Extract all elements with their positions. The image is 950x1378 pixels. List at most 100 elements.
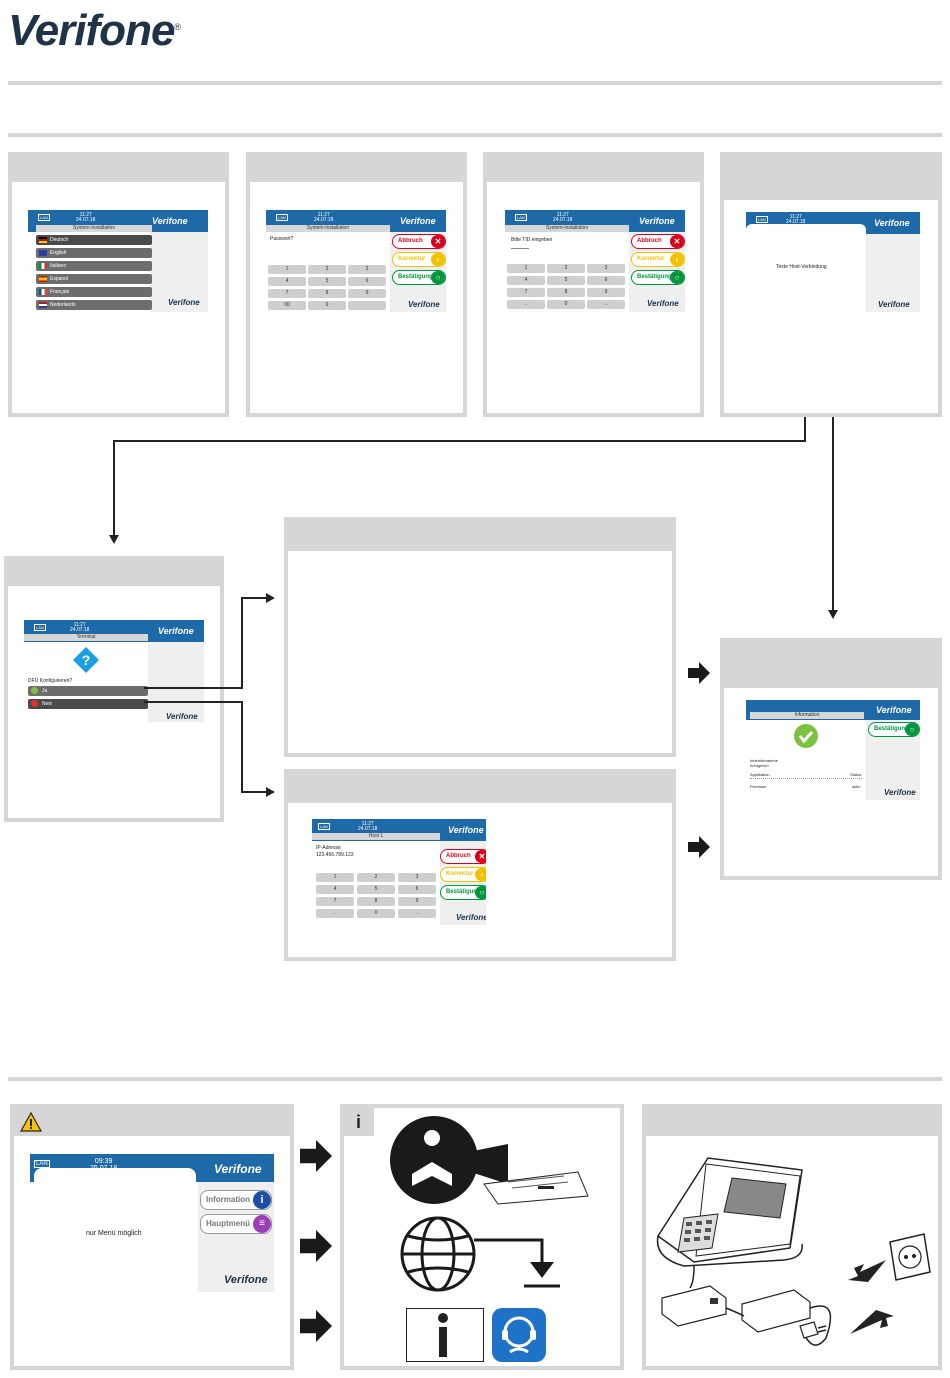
dialog-area — [746, 224, 866, 312]
keypad-key[interactable]: 8 — [547, 288, 585, 297]
info-icon: i — [253, 1191, 271, 1209]
keypad-key[interactable]: → — [587, 300, 625, 309]
correct-button[interactable]: Korrektur‹ — [631, 252, 685, 267]
keypad-key[interactable]: → — [398, 909, 436, 918]
language-option[interactable]: English — [36, 248, 152, 258]
language-option[interactable]: Italiano — [36, 261, 152, 271]
divider-bottom — [8, 1077, 942, 1081]
keypad-key[interactable]: 2 — [308, 265, 346, 274]
keypad-key[interactable]: 9 — [398, 897, 436, 906]
table-divider — [750, 778, 862, 779]
correct-button[interactable]: Korrektur‹ — [392, 252, 446, 267]
panel-header — [12, 156, 225, 182]
lan-indicator: LAN — [515, 214, 527, 221]
confirm-button[interactable]: Bestätigung○ — [868, 722, 920, 737]
language-option[interactable]: Nederlands — [36, 300, 152, 310]
lan-indicator: LAN — [38, 214, 50, 221]
terminal-screen-idle: LAN 09:3925.07.18 Verifone nur Menü mögl… — [30, 1154, 274, 1292]
abort-button[interactable]: Abbruch✕ — [392, 234, 446, 249]
keypad-key[interactable]: 3 — [398, 873, 436, 882]
keypad-key[interactable]: ← — [316, 909, 354, 918]
connector-yes — [241, 597, 267, 599]
keypad-key[interactable]: 0 — [547, 300, 585, 309]
row-application: Provision — [750, 784, 767, 789]
keypad-key[interactable]: 1 — [507, 264, 545, 273]
keypad-key[interactable]: 7 — [268, 289, 306, 298]
confirm-button[interactable]: Bestätigung○ — [631, 270, 685, 285]
side-area — [148, 642, 204, 722]
panel-info-sources: i — [340, 1104, 624, 1370]
cross-icon — [31, 700, 38, 707]
keypad-key[interactable]: 0 — [357, 909, 395, 918]
password-prompt: Passwort? — [270, 236, 294, 242]
screen-brand-bottom: Verifone — [647, 299, 679, 308]
keypad-key[interactable]: 3 — [348, 265, 386, 274]
keypad-key[interactable]: 1 — [316, 873, 354, 882]
keypad-key[interactable]: 5 — [308, 277, 346, 286]
screen-title: System-Installation — [266, 225, 390, 232]
arrow-down — [109, 535, 119, 544]
no-option[interactable]: Nein — [28, 699, 148, 709]
screen-brand: Verifone — [876, 705, 912, 715]
keypad-key[interactable]: 4 — [507, 276, 545, 285]
keypad-key[interactable]: 4 — [268, 277, 306, 286]
divider-top — [8, 81, 942, 85]
confirm-button[interactable]: Bestätigung○ — [440, 885, 486, 900]
keypad-key[interactable]: 6 — [587, 276, 625, 285]
arrow-right-icon — [300, 1230, 332, 1262]
keypad-key[interactable]: 5 — [357, 885, 395, 894]
keypad-key[interactable]: 2 — [357, 873, 395, 882]
keypad-key[interactable]: 5 — [547, 276, 585, 285]
screen-brand-bottom: Verifone — [168, 298, 200, 307]
abort-button[interactable]: Abbruch✕ — [440, 849, 486, 864]
warning-icon — [20, 1112, 42, 1132]
screen-brand: Verifone — [214, 1162, 262, 1176]
menu-only-message: nur Menü möglich — [86, 1230, 142, 1237]
lan-indicator: LAN — [756, 216, 768, 223]
keypad-key[interactable]: 7 — [507, 288, 545, 297]
keypad-key[interactable]: 7 — [316, 897, 354, 906]
keypad-key[interactable]: 8 — [357, 897, 395, 906]
main-menu-button[interactable]: Hauptmenü≡ — [200, 1214, 272, 1234]
connector — [832, 417, 834, 611]
tid-input[interactable] — [511, 246, 529, 249]
panel-idle-screen: LAN 09:3925.07.18 Verifone nur Menü mögl… — [10, 1104, 294, 1370]
confirm-button[interactable]: Bestätigung○ — [392, 270, 446, 285]
screen-brand: Verifone — [874, 218, 910, 228]
keypad-key[interactable]: 8 — [308, 289, 346, 298]
language-option[interactable]: Espanol — [36, 274, 152, 284]
keypad-key[interactable]: 9 — [587, 288, 625, 297]
keypad-key[interactable]: 4 — [316, 885, 354, 894]
connector-no — [241, 791, 267, 793]
ip-value[interactable]: 123.456.789.123 — [316, 852, 354, 858]
keypad-key[interactable]: ← — [507, 300, 545, 309]
info-tab — [344, 1108, 374, 1136]
globe-download-icon — [400, 1216, 560, 1292]
lan-indicator: LAN — [34, 1160, 50, 1168]
connector-no — [144, 701, 242, 703]
keypad-key[interactable]: 00 — [268, 301, 306, 310]
keypad-key[interactable]: 0 — [308, 301, 346, 310]
keypad-key[interactable]: 6 — [398, 885, 436, 894]
keypad-key[interactable]: 3 — [587, 264, 625, 273]
abort-button[interactable]: Abbruch✕ — [631, 234, 685, 249]
keypad-key[interactable]: 2 — [547, 264, 585, 273]
svg-text:?: ? — [82, 652, 91, 668]
screen-brand-bottom: Verifone — [408, 300, 440, 309]
keypad-key[interactable]: 6 — [348, 277, 386, 286]
correct-button[interactable]: Korrektur‹ — [440, 867, 486, 882]
language-option[interactable]: Français — [36, 287, 152, 297]
keypad-key[interactable] — [348, 301, 386, 310]
keypad-key[interactable]: 1 — [268, 265, 306, 274]
keypad-key[interactable]: 9 — [348, 289, 386, 298]
check-icon — [31, 687, 38, 694]
lan-indicator: LAN — [276, 214, 288, 221]
language-option[interactable]: Deutsch — [36, 235, 152, 245]
screen-brand-bottom: Verifone — [884, 788, 916, 797]
yes-option[interactable]: Ja — [28, 686, 148, 696]
